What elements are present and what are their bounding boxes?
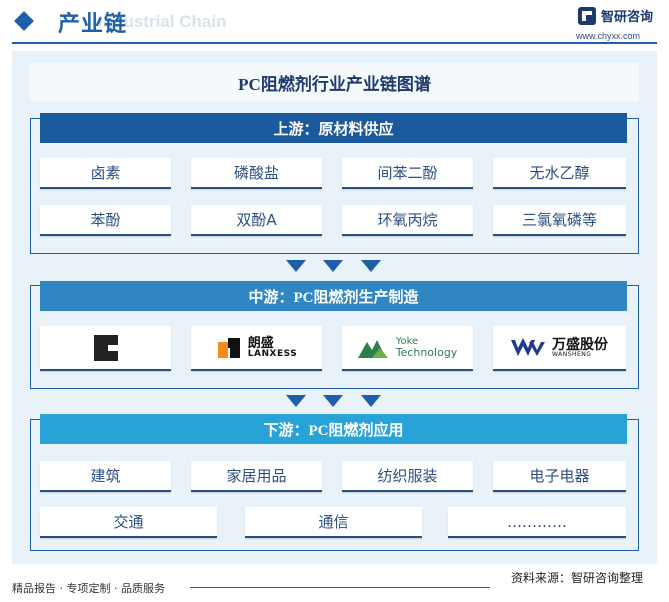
brand-name: 智研咨询: [601, 10, 654, 25]
wansheng-en-name: WANSHENG: [552, 350, 592, 358]
company-logo-clariant: [40, 326, 171, 371]
downstream-item: 纺织服装: [342, 461, 473, 492]
down-arrow-icon: [286, 260, 306, 272]
downstream-item: …………: [448, 507, 626, 538]
upstream-item: 间苯二酚: [342, 158, 473, 189]
lanxess-en-name: LANXESS: [247, 348, 298, 359]
footer-divider: [190, 587, 490, 588]
header-watermark: Industrial Chain: [98, 12, 227, 31]
yoke-name: Yoke: [395, 336, 419, 347]
lanxess-cn-name: 朗盛: [247, 335, 274, 351]
downstream-item: 建筑: [40, 461, 171, 492]
header-title: 产业链: [58, 12, 128, 37]
company-logo-wansheng: 万盛股份 WANSHENG: [493, 326, 626, 371]
downstream-item: 电子电器: [493, 461, 626, 492]
footer-slogan: 精品报告 · 专项定制 · 品质服务: [12, 582, 165, 595]
wansheng-logo-icon: [511, 337, 545, 356]
brand-logo-icon: [578, 7, 596, 25]
clariant-logo-icon: [93, 334, 118, 361]
down-arrow-icon: [361, 395, 381, 407]
down-arrow-icon: [323, 395, 343, 407]
downstream-title: 下游：PC阻燃剂应用: [40, 414, 627, 444]
upstream-item: 卤素: [40, 158, 171, 189]
upstream-item: 苯酚: [40, 205, 171, 236]
yoke-logo-icon: [357, 339, 388, 358]
source-note: 资料来源：智研咨询整理: [511, 571, 644, 585]
midstream-title: 中游：PC阻燃剂生产制造: [40, 281, 627, 311]
yoke-sub: Technology: [395, 346, 458, 359]
down-arrow-icon: [323, 260, 343, 272]
upstream-item: 无水乙醇: [493, 158, 626, 189]
upstream-item: 双酚A: [191, 205, 322, 236]
upstream-item: 磷酸盐: [191, 158, 322, 189]
lanxess-logo-icon: [217, 337, 240, 358]
downstream-item: 通信: [245, 507, 422, 538]
down-arrow-icon: [361, 260, 381, 272]
company-logo-yoke: Yoke Technology: [342, 326, 473, 371]
chain-title: PC阻燃剂行业产业链图谱: [30, 63, 639, 101]
downstream-item: 交通: [40, 507, 217, 538]
wansheng-cn-name: 万盛股份: [552, 336, 608, 353]
upstream-title: 上游：原材料供应: [40, 113, 627, 143]
brand-url: www.chyxx.com: [576, 31, 641, 41]
downstream-item: 家居用品: [191, 461, 322, 492]
down-arrow-icon: [286, 395, 306, 407]
header-divider: [12, 42, 657, 44]
upstream-item: 三氯氧磷等: [493, 205, 626, 236]
company-logo-lanxess: 朗盛 LANXESS: [191, 326, 322, 371]
upstream-item: 环氧丙烷: [342, 205, 473, 236]
header-diamond-icon: [14, 11, 34, 31]
